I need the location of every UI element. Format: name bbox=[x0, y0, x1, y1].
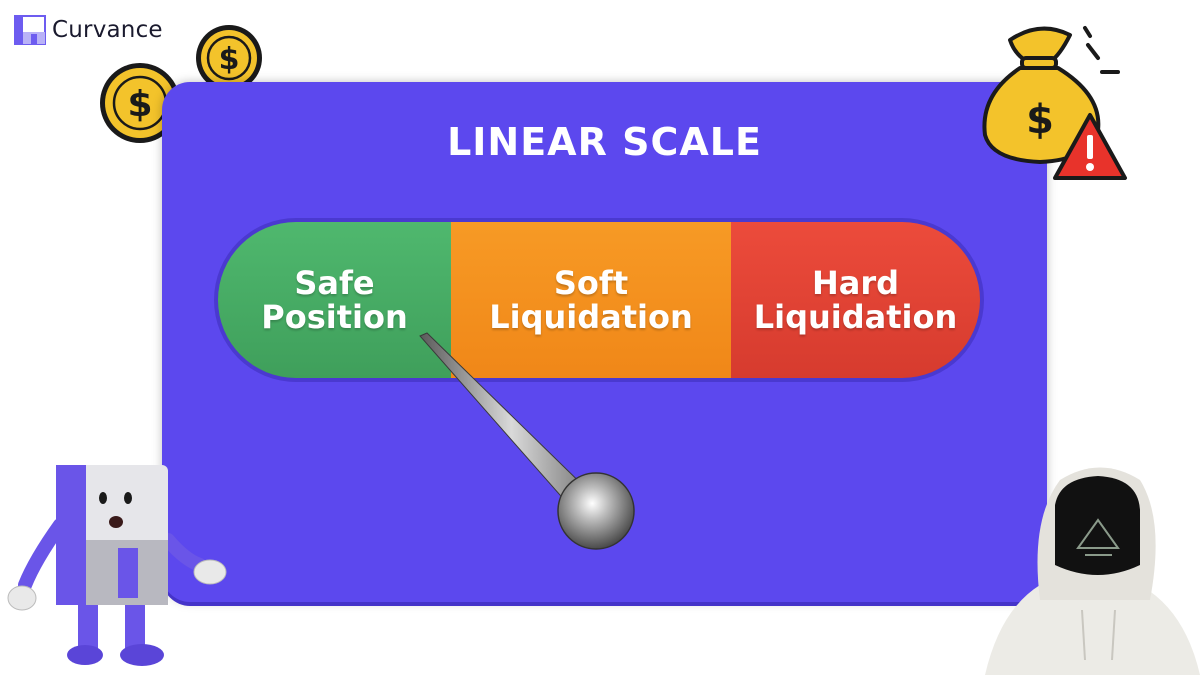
svg-text:$: $ bbox=[1026, 97, 1054, 143]
segment-safe-line1: Safe bbox=[294, 263, 375, 302]
mascot-figure bbox=[7, 465, 227, 666]
curvance-logo-icon bbox=[14, 15, 46, 45]
svg-text:$: $ bbox=[127, 84, 152, 125]
segment-hard-line2: Liquidation bbox=[753, 298, 958, 336]
hooded-figure-body bbox=[985, 467, 1200, 675]
coin-icon: $ bbox=[196, 25, 262, 91]
segment-hard-liquidation: Hard Liquidation bbox=[731, 222, 980, 378]
warning-icon bbox=[1053, 113, 1127, 180]
brand-logo: Curvance bbox=[14, 14, 163, 46]
segment-soft-line1: Soft bbox=[553, 263, 629, 302]
svg-text:$: $ bbox=[219, 42, 240, 77]
mascot-character bbox=[7, 465, 227, 666]
panel-title: LINEAR SCALE bbox=[447, 120, 762, 164]
money-bag-group: $ bbox=[982, 26, 1127, 180]
money-bag-icon: $ bbox=[982, 26, 1101, 164]
segment-safe-position: Safe Position bbox=[218, 222, 451, 378]
brand-name: Curvance bbox=[52, 17, 163, 43]
segment-hard-line1: Hard bbox=[811, 263, 900, 302]
segment-safe-line2: Position bbox=[261, 298, 408, 336]
alert-lines-icon bbox=[1083, 26, 1120, 74]
segment-soft-line2: Liquidation bbox=[489, 298, 693, 336]
